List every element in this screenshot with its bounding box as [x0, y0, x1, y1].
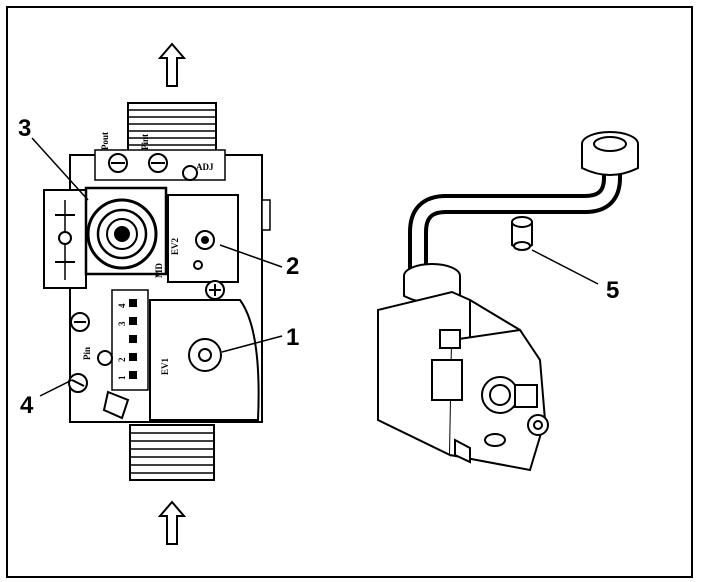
leader-lines [31, 137, 599, 397]
callout-2: 2 [286, 253, 299, 280]
inlet-arrow-icon [157, 500, 187, 545]
svg-text:1: 1 [117, 375, 127, 380]
callout-1: 1 [286, 324, 299, 351]
svg-text:4: 4 [117, 303, 127, 308]
svg-text:Pout: Pout [100, 132, 110, 150]
svg-text:EV1: EV1 [160, 357, 170, 375]
svg-text:ADJ: ADJ [196, 162, 214, 172]
svg-text:MD: MD [154, 263, 164, 278]
callout-4: 4 [20, 392, 34, 419]
svg-text:3: 3 [117, 321, 127, 326]
svg-text:Pin: Pin [82, 347, 92, 360]
callout-3: 3 [18, 115, 31, 142]
svg-text:EV2: EV2 [170, 237, 180, 255]
svg-text:Pint: Pint [140, 134, 150, 150]
gas-valve-front-view [43, 102, 271, 481]
callout-5: 5 [606, 277, 619, 304]
gas-valve-side-view [377, 131, 639, 472]
svg-text:2: 2 [117, 357, 127, 362]
outlet-arrow-icon [157, 42, 187, 87]
valve-markings: Pout Pint ADJ EV2 EV1 MD Pin 4 3 2 1 [82, 132, 214, 380]
